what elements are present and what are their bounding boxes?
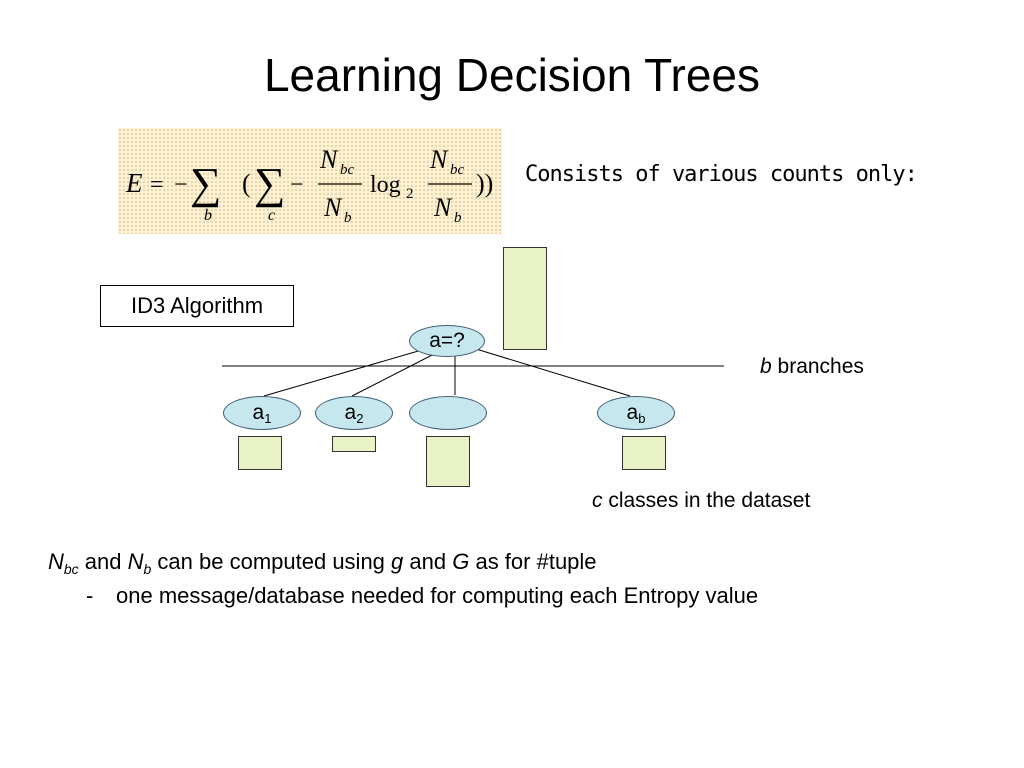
branches-label-text: branches <box>771 355 864 378</box>
frac2-numerator-n: N <box>429 145 449 174</box>
classes-label-var: c <box>592 489 603 512</box>
note-G: G <box>452 549 470 574</box>
classes-label: c classes in the dataset <box>592 488 810 514</box>
branch-a1-sub: 1 <box>264 411 272 426</box>
note-g: g <box>391 549 404 574</box>
formula-log: log <box>370 172 401 198</box>
formula-negation: − <box>174 172 188 198</box>
count-box-a2 <box>332 436 376 452</box>
branch-ab-sub: b <box>638 411 646 426</box>
message-note: -one message/database needed for computi… <box>86 582 758 610</box>
classes-label-text: classes in the dataset <box>602 489 811 512</box>
frac1-denominator-n: N <box>323 193 343 222</box>
formula-open-paren: ( <box>242 169 251 198</box>
branch-a2-sub: 2 <box>356 411 364 426</box>
sum-b-index: b <box>204 207 212 224</box>
id3-algorithm-box: ID3 Algorithm <box>100 285 294 327</box>
sum-b-symbol: ∑ <box>190 159 221 208</box>
formula-log-base: 2 <box>406 186 414 202</box>
branches-label-var: b <box>760 355 772 378</box>
branch-node-a3 <box>409 396 487 430</box>
counts-note: Consists of various counts only: <box>525 162 918 187</box>
edge-root-a1 <box>263 346 433 397</box>
root-count-box <box>503 247 547 350</box>
count-box-a3 <box>426 436 470 487</box>
branches-label: b branches <box>760 354 864 380</box>
entropy-formula: E = − ∑ b ( ∑ c − N bc N b log 2 N bc N … <box>118 128 502 234</box>
branch-ab-label: a <box>626 401 639 424</box>
branch-a1-label: a <box>252 401 265 424</box>
root-node: a=? <box>409 325 485 357</box>
counts-computation-note: Nbc and Nb can be computed using g and G… <box>48 548 597 576</box>
branch-node-a2: a2 <box>315 396 393 430</box>
frac2-denominator-sub: b <box>454 210 462 226</box>
formula-graphic: E = − ∑ b ( ∑ c − N bc N b log 2 N bc N … <box>125 145 493 226</box>
message-note-text: one message/database needed for computin… <box>116 583 759 608</box>
frac2-denominator-n: N <box>433 193 453 222</box>
sum-c-index: c <box>268 207 275 224</box>
formula-equals: = <box>150 172 164 198</box>
sum-c-symbol: ∑ <box>254 159 285 208</box>
bullet-dash: - <box>86 583 94 608</box>
note-and-2: and <box>403 549 453 574</box>
nb-symbol: N <box>127 549 144 574</box>
formula-close-parens: )) <box>476 169 493 198</box>
nb-subscript: b <box>143 561 152 577</box>
edge-root-ab <box>475 348 631 397</box>
count-box-ab <box>622 436 666 470</box>
branch-node-ab: ab <box>597 396 675 430</box>
slide-title: Learning Decision Trees <box>263 49 761 101</box>
frac1-numerator-sub: bc <box>340 162 355 178</box>
frac1-denominator-sub: b <box>344 210 352 226</box>
note-and-1: and <box>78 549 128 574</box>
note-mid: can be computed using <box>151 549 392 574</box>
frac1-numerator-n: N <box>319 145 339 174</box>
note-tail: as for #tuple <box>469 549 597 574</box>
formula-lhs: E <box>125 168 143 198</box>
edge-root-a2 <box>351 351 439 397</box>
branch-a2-label: a <box>344 401 357 424</box>
nbc-symbol: N <box>48 549 64 574</box>
count-box-a1 <box>238 436 282 470</box>
formula-minus: − <box>290 172 304 198</box>
frac2-numerator-sub: bc <box>450 162 465 178</box>
nbc-subscript: bc <box>63 561 79 577</box>
branch-node-a1: a1 <box>223 396 301 430</box>
